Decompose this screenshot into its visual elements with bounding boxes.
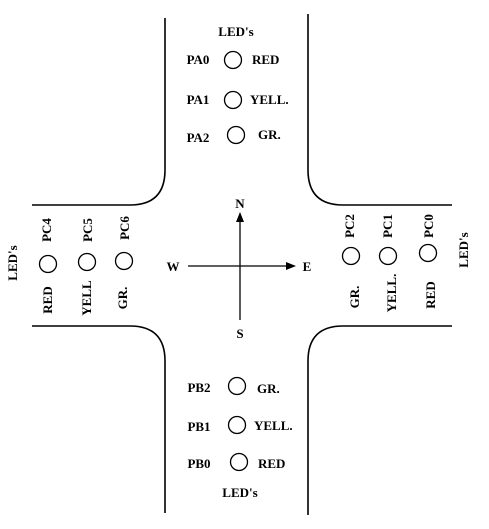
east-port-label: PC2 [342,214,357,238]
led-pc2 [341,246,361,266]
north-leds-title: LED's [218,24,253,39]
north-arrow-icon [236,212,244,222]
north-led-group: LED's PA0 RED PA1 YELL. PA2 GR. [187,24,289,145]
east-color-label: RED [423,281,438,308]
west-color-label: YELL [79,280,94,316]
east-leds-title: LED's [456,232,471,267]
led-pa2 [226,125,246,145]
road-edge-southwest [32,325,166,513]
north-label: N [235,196,245,211]
led-pb0 [229,452,249,472]
road-edge-northwest [32,18,166,206]
south-port-label: PB1 [187,419,210,434]
east-port-label: PC0 [421,214,436,238]
west-label: W [167,259,180,274]
south-port-label: PB0 [187,456,210,471]
north-port-label: PA1 [187,92,210,107]
led-pa0 [223,50,243,70]
road-edge-southeast [307,325,452,515]
north-color-label: GR. [258,127,281,142]
south-led-group: PB2 GR. PB1 YELL. PB0 RED LED's [187,376,293,500]
south-leds-title: LED's [222,485,257,500]
road-edge-northeast [307,14,452,206]
compass: N S W E [167,196,312,341]
east-arrow-icon [286,262,296,270]
south-port-label: PB2 [187,380,210,395]
south-label: S [236,326,243,341]
led-pc4 [38,254,58,274]
east-port-label: PC1 [380,214,395,238]
west-leds-title: LED's [5,245,20,280]
led-pc1 [378,246,398,266]
east-led-group: PC2 GR. PC1 YELL. PC0 RED LED's [341,214,471,313]
east-color-label: YELL. [384,274,399,313]
led-pb2 [227,376,247,396]
south-color-label: GR. [257,381,280,396]
east-color-label: GR. [347,286,362,309]
west-port-label: PC6 [117,216,132,240]
north-port-label: PA2 [187,130,210,145]
led-pc5 [77,252,97,272]
west-color-label: GR. [115,287,130,310]
led-pb1 [227,415,247,435]
north-port-label: PA0 [187,52,210,67]
led-pc6 [114,251,134,271]
south-color-label: YELL. [254,418,293,433]
south-color-label: RED [258,456,285,471]
led-pc0 [418,243,438,263]
west-led-group: LED's PC4 RED PC5 YELL PC6 GR. [5,216,134,316]
north-color-label: YELL. [250,92,289,107]
led-pa1 [223,90,243,110]
west-color-label: RED [40,286,55,313]
west-port-label: PC4 [39,218,54,242]
west-port-label: PC5 [80,218,95,242]
east-label: E [303,259,312,274]
north-color-label: RED [252,52,279,67]
